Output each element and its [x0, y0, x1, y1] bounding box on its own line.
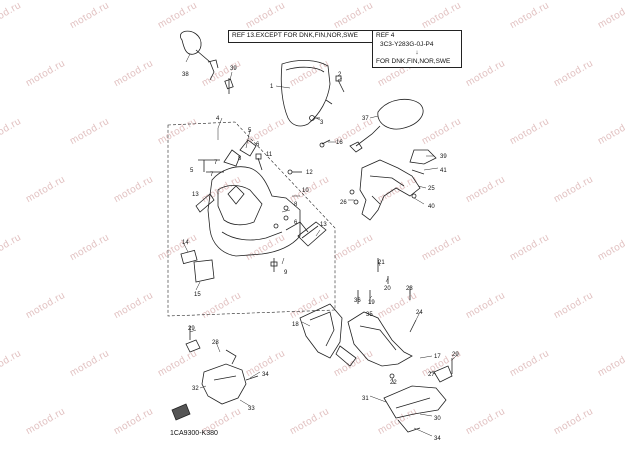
callout-7-a: 7	[214, 160, 218, 166]
callout-34-right: 34	[434, 436, 441, 442]
clip-parts-8-6	[273, 205, 289, 229]
small-parts-5-7	[198, 139, 257, 173]
trim-part-13-right	[297, 221, 327, 247]
side-cowl-part	[299, 303, 413, 367]
callout-41: 41	[440, 168, 447, 174]
callout-10: 10	[302, 188, 309, 194]
ref-box-except-text: REF 13.EXCEPT FOR DNK,FIN,NOR,SWE	[232, 32, 358, 39]
callout-27: 27	[428, 372, 435, 378]
callout-39-left: 39	[230, 66, 237, 72]
assembly-boundary	[167, 121, 336, 317]
callout-9: 9	[284, 270, 288, 276]
callout-23: 23	[406, 286, 413, 292]
callout-38: 38	[182, 72, 189, 78]
bolts-group-right	[357, 258, 417, 379]
bolt-part-3	[309, 115, 320, 121]
callout-17: 17	[434, 354, 441, 360]
callout-32: 32	[192, 386, 199, 392]
callout-28: 28	[212, 340, 219, 346]
callout-16: 16	[336, 140, 343, 146]
callout-5-top: 5	[248, 128, 252, 134]
bolt-part-2	[335, 75, 345, 93]
lower-right-bracket-part	[383, 358, 453, 433]
ref-box-dnk-line1: REF 4	[376, 32, 395, 39]
ref-box-dnk-arrow: ↓	[415, 49, 419, 56]
callout-31: 31	[362, 396, 369, 402]
windscreen-part	[280, 60, 333, 127]
callout-36: 36	[354, 298, 361, 304]
front-direction-icon	[171, 403, 191, 421]
callout-8-top: 8	[238, 156, 242, 162]
callout-40: 40	[428, 204, 435, 210]
callout-3: 3	[320, 120, 324, 126]
callout-19: 19	[368, 300, 375, 306]
callout-12: 12	[306, 170, 313, 176]
left-mirror-part	[180, 30, 219, 81]
callout-25: 25	[428, 186, 435, 192]
lower-left-bracket-part	[185, 326, 259, 405]
callout-39-right: 39	[440, 154, 447, 160]
right-mirror-part	[349, 98, 424, 153]
callout-18: 18	[292, 322, 299, 328]
bolt-part-9	[270, 258, 278, 272]
ref-box-dnk-line2: 3C3-Y283G-0J-P4	[380, 40, 434, 48]
callout-labels: 38 39 1 2 3 16 37 39 41 25 26 40 4 5 6 7…	[182, 66, 459, 442]
callout-37: 37	[362, 116, 369, 122]
ref-box-dnk: REF 4 3C3-Y283G-0J-P4 ↓ FOR DNK,FIN,NOR,…	[372, 30, 462, 68]
callout-34-left: 34	[262, 372, 269, 378]
callout-8-right: 8	[294, 202, 298, 208]
callout-6-top: 6	[256, 142, 260, 148]
callout-13-left: 13	[192, 192, 199, 198]
callout-2: 2	[338, 72, 342, 78]
callout-21: 21	[378, 260, 385, 266]
bolt-part-11	[255, 153, 263, 171]
callout-35: 35	[366, 312, 373, 318]
diagram-code: 1CA9300-K380	[170, 430, 218, 437]
callout-24: 24	[416, 310, 423, 316]
callout-33: 33	[248, 406, 255, 412]
callout-11: 11	[266, 152, 273, 158]
callout-13-right: 13	[320, 222, 327, 228]
callout-22: 22	[390, 380, 397, 386]
bracket-assembly-part	[349, 149, 437, 221]
callout-26: 26	[340, 200, 347, 206]
panel-part-14	[180, 249, 198, 265]
trim-part-13-left	[195, 193, 215, 213]
callout-20: 20	[384, 286, 391, 292]
callout-15: 15	[194, 292, 201, 298]
bolt-part-39-left	[224, 78, 234, 94]
callout-7-b: 7	[210, 172, 214, 178]
callout-30: 30	[434, 416, 441, 422]
bolt-part-12	[287, 169, 302, 175]
upper-cowl-part	[207, 166, 309, 257]
callout-5-left: 5	[190, 168, 194, 174]
callout-1: 1	[270, 84, 274, 90]
callout-14: 14	[182, 240, 189, 246]
callout-29-left: 29	[188, 326, 195, 332]
ref-box-dnk-line3: FOR DNK,FIN,NOR,SWE	[376, 57, 451, 65]
callout-6-right: 6	[294, 220, 298, 226]
leader-lines	[183, 53, 457, 437]
callout-29-right: 29	[452, 352, 459, 358]
callout-4: 4	[216, 116, 220, 122]
bolt-part-16	[319, 139, 331, 148]
panel-part-15	[193, 259, 215, 283]
